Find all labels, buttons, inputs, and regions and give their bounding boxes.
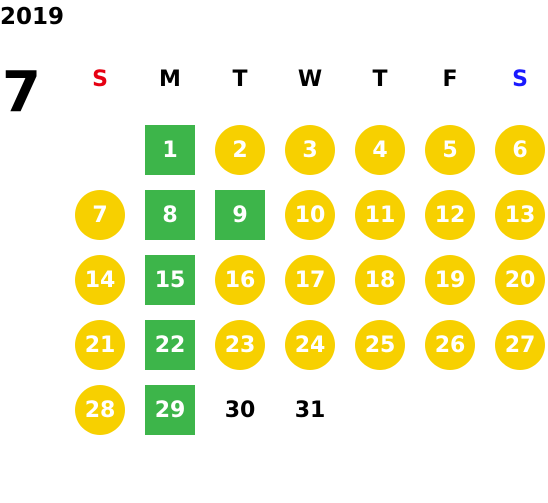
calendar-day[interactable]: 20 (495, 255, 545, 305)
weekday-label: T (372, 67, 388, 92)
month-label: 7 (2, 60, 41, 125)
calendar-day[interactable]: 13 (495, 190, 545, 240)
calendar-day[interactable]: 5 (425, 125, 475, 175)
weekday-label: F (442, 67, 458, 92)
calendar-day[interactable]: 22 (145, 320, 195, 370)
calendar-day[interactable]: 6 (495, 125, 545, 175)
calendar-day[interactable]: 2 (215, 125, 265, 175)
calendar-day[interactable]: 30 (224, 397, 256, 423)
calendar-day[interactable]: 27 (495, 320, 545, 370)
year-label: 2019 (0, 4, 65, 30)
calendar-day[interactable]: 3 (285, 125, 335, 175)
calendar-day[interactable]: 7 (75, 190, 125, 240)
calendar-day[interactable]: 19 (425, 255, 475, 305)
calendar-day[interactable]: 9 (215, 190, 265, 240)
calendar-day[interactable]: 11 (355, 190, 405, 240)
calendar-day[interactable]: 10 (285, 190, 335, 240)
calendar-day[interactable]: 21 (75, 320, 125, 370)
calendar-day[interactable]: 14 (75, 255, 125, 305)
calendar-day[interactable]: 8 (145, 190, 195, 240)
calendar-day[interactable]: 28 (75, 385, 125, 435)
calendar-day[interactable]: 1 (145, 125, 195, 175)
weekday-label: S (92, 67, 108, 92)
calendar-day[interactable]: 29 (145, 385, 195, 435)
calendar-day[interactable]: 15 (145, 255, 195, 305)
calendar-day[interactable]: 26 (425, 320, 475, 370)
weekday-label: T (232, 67, 248, 92)
calendar-day[interactable]: 4 (355, 125, 405, 175)
calendar-day[interactable]: 31 (294, 397, 326, 423)
calendar-day[interactable]: 23 (215, 320, 265, 370)
calendar-day[interactable]: 24 (285, 320, 335, 370)
weekday-label: S (512, 67, 528, 92)
calendar-day[interactable]: 17 (285, 255, 335, 305)
weekday-label: M (159, 67, 181, 92)
weekday-label: W (297, 67, 323, 92)
calendar-day[interactable]: 16 (215, 255, 265, 305)
calendar-day[interactable]: 18 (355, 255, 405, 305)
calendar-day[interactable]: 25 (355, 320, 405, 370)
calendar-day[interactable]: 12 (425, 190, 475, 240)
